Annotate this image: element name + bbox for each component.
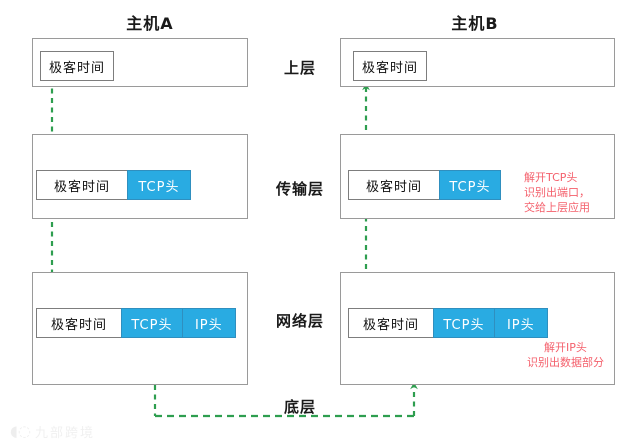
packet-segment-data: 极客时间 xyxy=(36,170,128,200)
packet-segment-tcp-header: TCP头 xyxy=(432,308,495,338)
layer-label-bottom: 底层 xyxy=(283,398,316,416)
network-annotation-line-2: 识别出数据部分 xyxy=(527,356,604,369)
packet-left-network: 极客时间 TCP头 IP头 xyxy=(36,308,236,338)
packet-segment-tcp-header: TCP头 xyxy=(126,170,191,200)
packet-segment-data: 极客时间 xyxy=(348,308,434,338)
packet-segment-tcp-header: TCP头 xyxy=(120,308,183,338)
packet-segment-data: 极客时间 xyxy=(353,51,427,81)
watermark: ◖◌ 九部跨境 xyxy=(10,422,96,442)
packet-segment-tcp-header: TCP头 xyxy=(438,170,501,200)
packet-segment-data: 极客时间 xyxy=(348,170,440,200)
packet-left-transport: 极客时间 TCP头 xyxy=(36,170,191,200)
network-annotation-line-1: 解开IP头 xyxy=(544,341,587,354)
transport-annotation-line-3: 交给上层应用 xyxy=(524,201,590,214)
packet-segment-ip-header: IP头 xyxy=(181,308,236,338)
packet-right-network: 极客时间 TCP头 IP头 xyxy=(348,308,548,338)
packet-right-upper: 极客时间 xyxy=(353,51,427,81)
network-layer-annotation: 解开IP头 识别出数据部分 xyxy=(527,340,604,370)
packet-segment-data: 极客时间 xyxy=(36,308,122,338)
packet-left-upper: 极客时间 xyxy=(40,51,114,81)
watermark-label: 九部跨境 xyxy=(35,426,96,441)
host-title-left: 主机A xyxy=(126,14,174,33)
packet-right-transport: 极客时间 TCP头 xyxy=(348,170,501,200)
layer-label-upper: 上层 xyxy=(283,59,316,77)
packet-segment-data: 极客时间 xyxy=(40,51,114,81)
layer-label-network: 网络层 xyxy=(275,312,324,330)
transport-layer-annotation: 解开TCP头 识别出端口， 交给上层应用 xyxy=(524,170,590,215)
watermark-logo-icon: ◖◌ xyxy=(10,422,31,440)
layer-label-transport: 传输层 xyxy=(275,180,324,198)
transport-annotation-line-2: 识别出端口， xyxy=(524,186,590,199)
transport-annotation-line-1: 解开TCP头 xyxy=(524,171,578,184)
host-title-right: 主机B xyxy=(451,14,499,33)
packet-segment-ip-header: IP头 xyxy=(493,308,548,338)
